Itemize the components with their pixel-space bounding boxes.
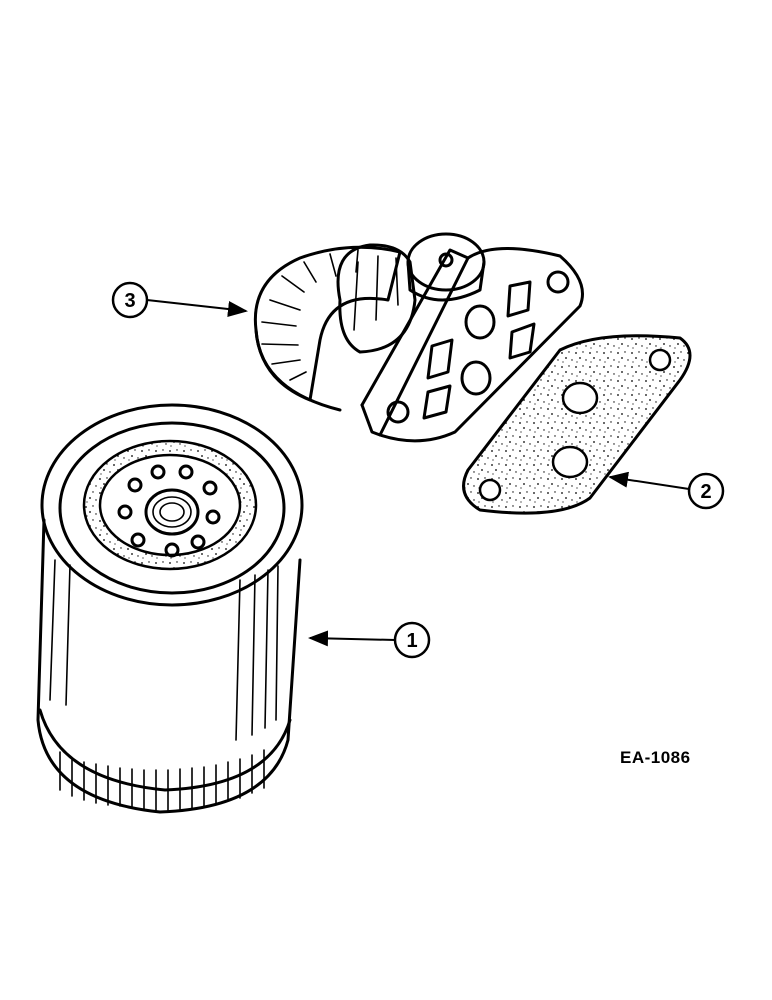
filter-threaded-center — [144, 488, 200, 536]
figure-code: EA-1086 — [620, 748, 691, 767]
filter-adapter — [253, 232, 584, 443]
filter-seal-ring — [82, 439, 258, 571]
callout-2: 2 — [608, 471, 725, 510]
filter-base-ribs — [59, 749, 265, 811]
adapter-base-ribs — [261, 249, 359, 381]
filter-body-shading — [49, 559, 279, 741]
gasket — [462, 334, 692, 515]
oil-filter — [36, 403, 304, 814]
adapter-flange-ports — [386, 270, 570, 424]
filter-inlet-holes — [117, 464, 221, 558]
callout-2-number: 2 — [700, 481, 711, 503]
callout-3-number: 3 — [124, 290, 135, 312]
callout-1: 1 — [308, 621, 431, 659]
callout-3: 3 — [111, 281, 248, 319]
callout-1-number: 1 — [406, 630, 417, 652]
